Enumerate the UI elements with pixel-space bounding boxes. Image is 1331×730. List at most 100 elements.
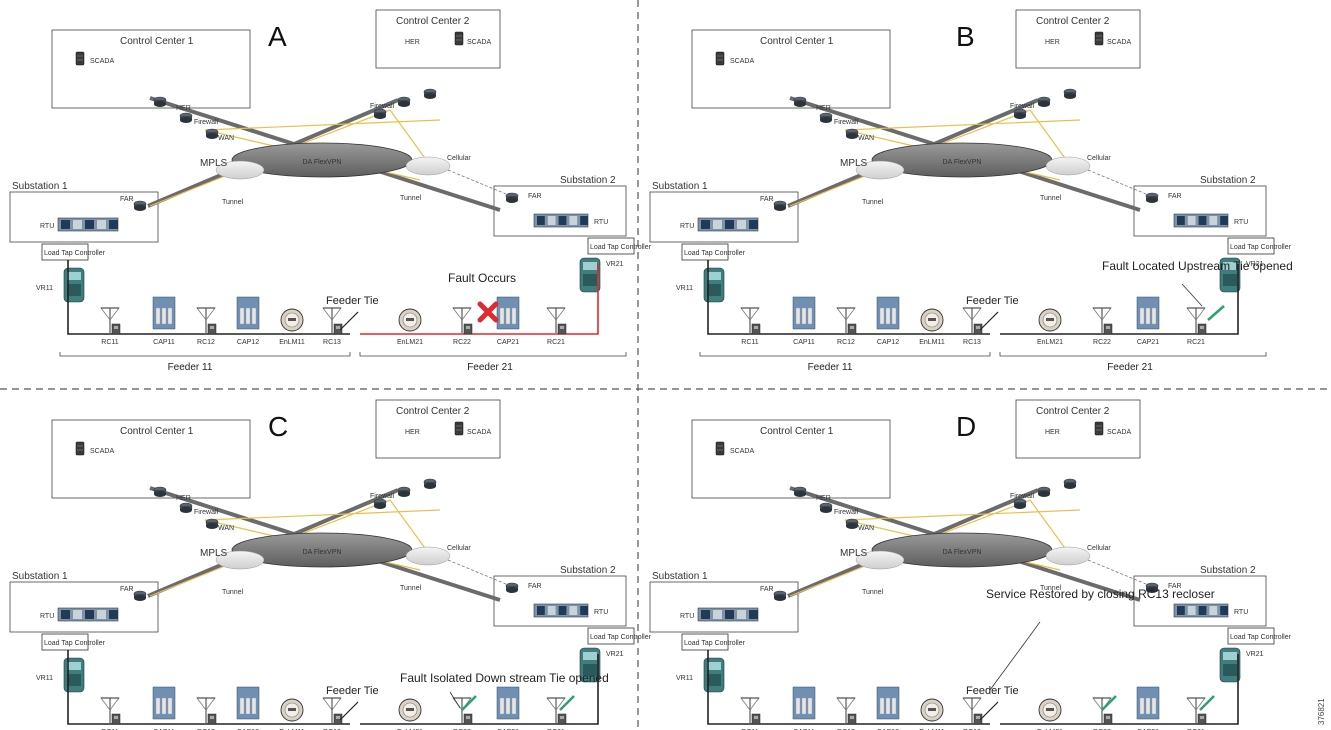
firewall-label: Firewall (834, 119, 859, 126)
firewall-router-icon (373, 498, 387, 509)
rtu-icon (697, 217, 759, 232)
feeder-21-line (360, 264, 599, 335)
control-center-1-title: Control Center 1 (120, 426, 194, 437)
cellular-label: Cellular (1087, 155, 1111, 162)
wan-label: WAN (218, 135, 234, 142)
voltage-regulator-1-icon (703, 267, 725, 303)
tunnel-label: Tunnel (862, 199, 884, 206)
device-label-rc21: RC21 (547, 339, 565, 346)
recloser-rc22-icon (452, 307, 473, 335)
her-label: HER (1045, 429, 1060, 436)
recloser-rc13-icon (322, 307, 343, 335)
feeder-21-label: Feeder 21 (467, 362, 513, 373)
device-label-cap12: CAP12 (877, 339, 899, 346)
substation-1-title: Substation 1 (12, 571, 68, 582)
rtu-label: RTU (40, 613, 54, 620)
load-tap-controller-1: Load Tap Controller (681, 633, 746, 651)
cellular-label: Cellular (447, 155, 471, 162)
far-label: FAR (120, 586, 134, 593)
substation-1-title: Substation 1 (12, 181, 68, 192)
mpls-label: MPLS (200, 158, 228, 169)
cellular-link (1087, 169, 1147, 195)
dmvpn-label: DA FlexVPN (943, 549, 982, 556)
panel-letter: A (268, 21, 287, 52)
far-router-icon (505, 192, 519, 203)
vr-label: VR11 (676, 675, 693, 682)
capacitor-cap11-icon (792, 296, 816, 330)
her-router-icon (153, 486, 167, 497)
scada-label: SCADA (1107, 429, 1131, 436)
load-tap-label: Load Tap Controller (44, 250, 106, 257)
her-label: HER (176, 495, 191, 502)
control-center-1-title: Control Center 1 (760, 426, 834, 437)
rtu-icon (533, 603, 589, 618)
far-label: FAR (1168, 583, 1182, 590)
vr-label: VR21 (1246, 651, 1264, 658)
device-label-rc11: RC11 (101, 339, 118, 346)
voltage-regulator-1-icon (703, 657, 725, 693)
annotation-arrow (449, 691, 461, 709)
feeder-tie-switch (339, 311, 359, 331)
wan-router-icon (1063, 88, 1077, 99)
firewall-router-icon (1013, 108, 1027, 119)
dmvpn-label: DA FlexVPN (303, 159, 342, 166)
voltage-regulator-2-icon (579, 647, 601, 683)
scada-server-icon (715, 441, 725, 456)
open-tie-indicator (1101, 695, 1117, 711)
vr-label: VR21 (606, 651, 624, 658)
her-label: HER (176, 105, 191, 112)
recloser-rc11-icon (100, 697, 121, 725)
scada-server-icon (715, 51, 725, 66)
substation-2-title: Substation 2 (1200, 565, 1256, 576)
firewall-icon (819, 502, 833, 513)
recloser-rc12-icon (196, 697, 217, 725)
firewall-label: Firewall (370, 103, 395, 110)
rtu-label: RTU (1234, 219, 1248, 226)
her-router-icon (397, 96, 411, 107)
feeder-21-line (1000, 264, 1239, 335)
scada-label: SCADA (467, 429, 491, 436)
load-tap-controller-2: Load Tap Controller (1227, 237, 1292, 255)
meter-enlm21-icon (398, 308, 422, 332)
panel-letter: D (956, 411, 976, 442)
wan-router-icon (205, 128, 219, 139)
meter-enlm21-icon (1038, 308, 1062, 332)
rtu-icon (697, 607, 759, 622)
status-annotation: Fault Occurs (448, 271, 516, 285)
meter-enlm11-icon (280, 698, 304, 722)
feeder-21-bracket (999, 352, 1267, 357)
device-label-cap21: CAP21 (497, 339, 519, 346)
rtu-label: RTU (594, 609, 608, 616)
recloser-rc12-icon (196, 307, 217, 335)
voltage-regulator-1-icon (63, 267, 85, 303)
device-label-cap21: CAP21 (1137, 339, 1159, 346)
device-label-cap11: CAP11 (793, 339, 815, 346)
load-tap-label: Load Tap Controller (684, 250, 746, 257)
wan-label: WAN (858, 525, 874, 532)
scada-server-icon (454, 421, 464, 436)
vr-label: VR21 (1246, 261, 1264, 268)
far-router-icon (773, 590, 787, 601)
firewall-label: Firewall (1010, 493, 1035, 500)
capacitor-cap12-icon (236, 686, 260, 720)
cellular-link (447, 559, 507, 585)
meter-enlm21-icon (398, 698, 422, 722)
scada-label: SCADA (730, 448, 754, 455)
capacitor-cap11-icon (152, 296, 176, 330)
scada-server-icon (454, 31, 464, 46)
rtu-icon (57, 217, 119, 232)
feeder-21-line (1000, 654, 1239, 725)
annotation-arrow (989, 621, 1041, 691)
mpls-label: MPLS (200, 548, 228, 559)
load-tap-controller-1: Load Tap Controller (41, 633, 106, 651)
cellular-label: Cellular (447, 545, 471, 552)
feeder-11-line (67, 260, 350, 335)
firewall-label: Firewall (1010, 103, 1035, 110)
recloser-rc13-icon (962, 697, 983, 725)
